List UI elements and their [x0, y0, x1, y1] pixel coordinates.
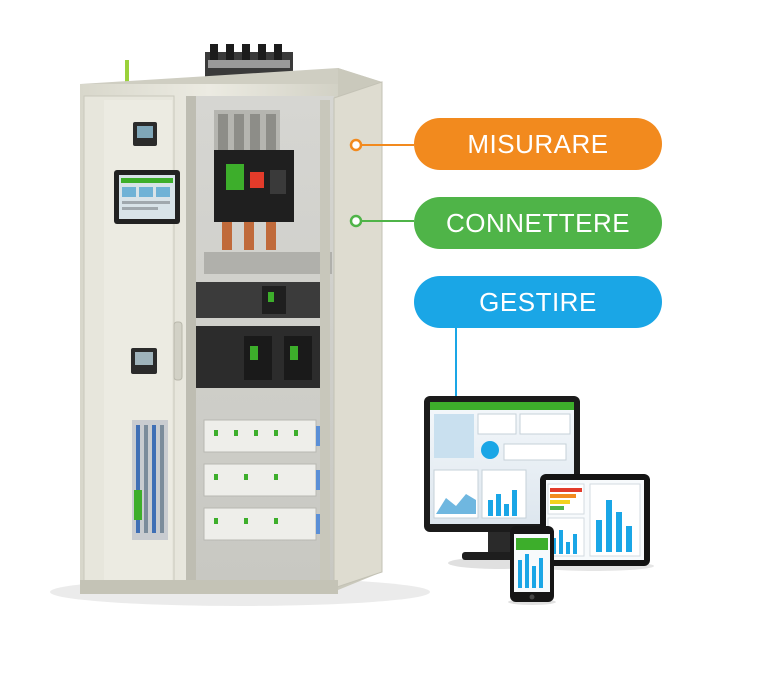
measure-label: MISURARE	[414, 118, 662, 170]
touch-display-icon	[114, 170, 180, 224]
left-door	[83, 95, 183, 585]
connect-label: CONNETTERE	[414, 197, 662, 249]
terminal-blocks	[132, 420, 168, 540]
right-door	[333, 81, 383, 589]
modular-devices	[203, 419, 330, 541]
cabinet-interior	[186, 96, 334, 586]
meter-icon	[131, 348, 157, 374]
switchboard-cabinet	[50, 44, 430, 606]
manage-label: GESTIRE	[414, 276, 662, 328]
power-meter-icon	[133, 122, 157, 146]
door-handle	[173, 321, 183, 381]
tablet-icon	[534, 474, 654, 571]
antenna	[125, 60, 129, 82]
smartphone-icon	[508, 526, 556, 605]
circuit-breaker-icon	[214, 150, 294, 222]
